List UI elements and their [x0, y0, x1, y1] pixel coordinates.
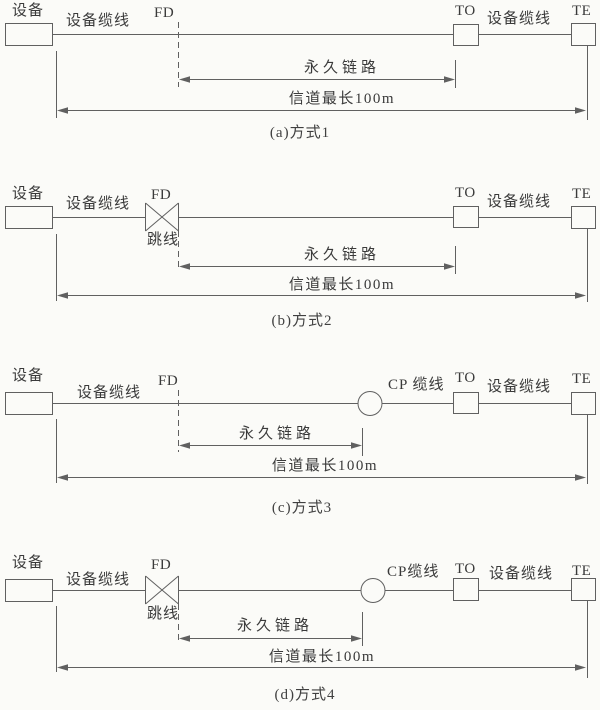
device-label: 设备	[12, 3, 45, 19]
jumper-label: 跳线	[146, 232, 180, 248]
permanent-link-label: 永久链路	[303, 60, 381, 76]
to-label: TO	[455, 561, 476, 577]
channel-label: 信道最长100m	[268, 649, 376, 665]
channel-label: 信道最长100m	[288, 91, 396, 107]
device-label: 设备	[12, 368, 45, 384]
cp-cable-label: CP 缆线	[388, 377, 445, 393]
to-box	[453, 392, 479, 414]
jumper-label: 跳线	[146, 606, 180, 622]
te-box	[571, 206, 596, 229]
permanent-link-arrow	[179, 76, 455, 83]
permanent-link-label: 永久链路	[303, 247, 381, 263]
channel-arrow	[57, 474, 586, 481]
to-box	[453, 578, 479, 601]
te-label: TE	[572, 371, 592, 387]
caption-d: (d)方式4	[274, 687, 336, 703]
diagram-c-linework	[5, 390, 596, 484]
diagram-d-linework	[5, 575, 596, 678]
device-label: 设备	[12, 555, 45, 571]
te-box	[571, 578, 596, 601]
to-label: TO	[455, 185, 476, 201]
channel-arrow	[57, 107, 586, 114]
diagram-a-linework	[5, 22, 596, 120]
permanent-link-arrow	[179, 635, 362, 642]
to-label: TO	[455, 3, 476, 19]
te-label: TE	[572, 3, 592, 19]
device-cable-label: 设备缆线	[66, 13, 131, 29]
device-cable-label: 设备缆线	[66, 196, 131, 212]
device-cable-label: 设备缆线	[487, 11, 552, 27]
fd-label: FD	[151, 557, 172, 573]
to-box	[453, 24, 479, 46]
device-cable-label: 设备缆线	[489, 566, 554, 582]
device-cable-label: 设备缆线	[487, 379, 552, 395]
te-label: TE	[572, 563, 592, 579]
device-box	[5, 23, 53, 46]
caption-a: (a)方式1	[269, 125, 331, 141]
permanent-link-label: 永久链路	[236, 618, 314, 634]
diagram-b-linework	[5, 202, 596, 302]
jumper-cross-icon	[145, 575, 179, 605]
permanent-link-arrow	[179, 442, 362, 449]
device-cable-label: 设备缆线	[77, 385, 142, 401]
fd-label: FD	[154, 5, 175, 21]
device-label: 设备	[12, 186, 45, 202]
caption-b: (b)方式2	[271, 313, 333, 329]
caption-c: (c)方式3	[271, 500, 333, 516]
cp-cable-label: CP缆线	[387, 564, 440, 580]
channel-label: 信道最长100m	[271, 458, 379, 474]
channel-arrow	[57, 664, 586, 671]
to-box	[453, 206, 479, 228]
device-cable-label: 设备缆线	[66, 572, 131, 588]
permanent-link-arrow	[179, 263, 455, 270]
te-box	[571, 392, 596, 415]
jumper-cross-icon	[145, 202, 179, 232]
te-box	[571, 23, 596, 46]
device-box	[5, 206, 53, 229]
te-label: TE	[572, 186, 592, 202]
device-box	[5, 392, 53, 415]
permanent-link-label: 永久链路	[238, 426, 316, 442]
fd-label: FD	[151, 187, 172, 203]
fd-label: FD	[158, 373, 179, 389]
cp-connector-circle	[360, 578, 386, 603]
device-box	[5, 579, 53, 602]
device-cable-label: 设备缆线	[487, 194, 552, 210]
channel-label: 信道最长100m	[288, 277, 396, 293]
channel-arrow	[57, 292, 586, 299]
to-label: TO	[455, 370, 476, 386]
cp-connector-circle	[357, 391, 383, 416]
